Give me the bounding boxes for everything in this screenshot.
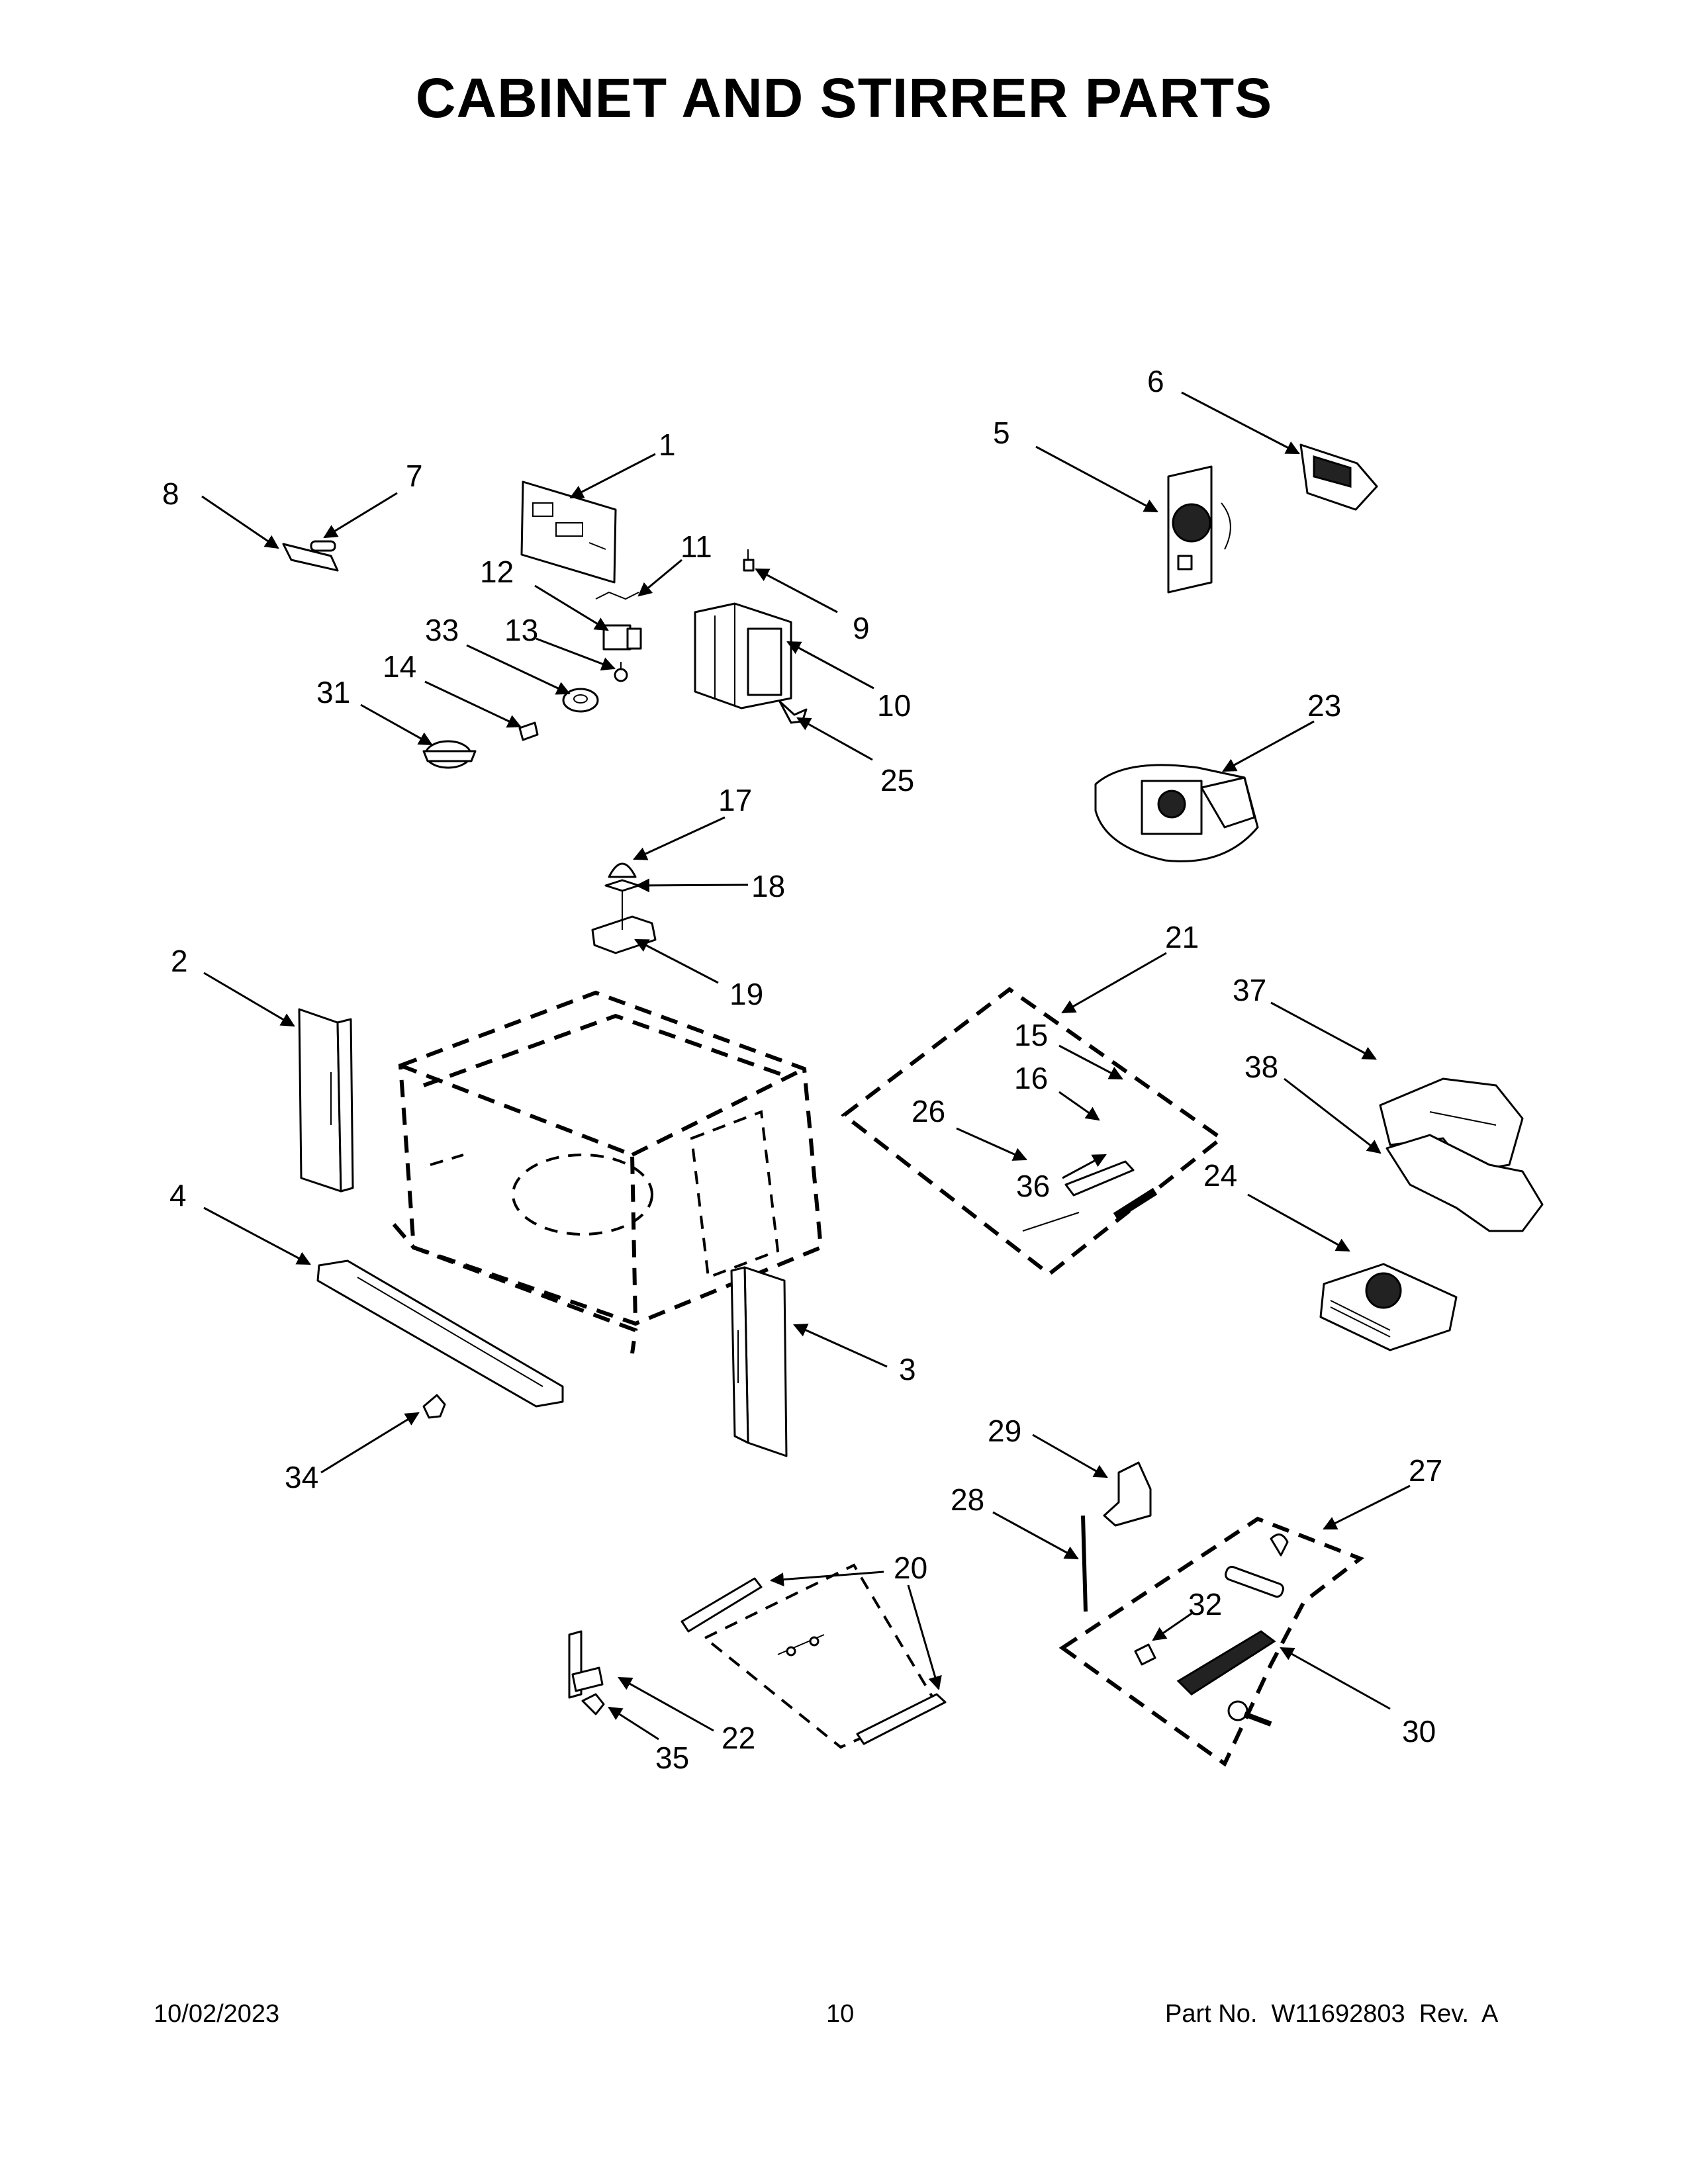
callout-3: 3 bbox=[899, 1352, 916, 1387]
footer-page-number: 10 bbox=[826, 2000, 855, 2028]
blower-assembly-part-23 bbox=[1094, 764, 1259, 862]
fan-motor-assembly-part-5 bbox=[1167, 465, 1231, 594]
callout-23: 23 bbox=[1307, 688, 1341, 723]
callout-14: 14 bbox=[383, 649, 416, 684]
footer-date: 10/02/2023 bbox=[154, 2000, 280, 2028]
callout-27: 27 bbox=[1409, 1453, 1442, 1488]
callout-21: 21 bbox=[1165, 920, 1199, 954]
callout-8: 8 bbox=[162, 477, 179, 511]
callout-22: 22 bbox=[722, 1721, 755, 1755]
callout-32: 32 bbox=[1188, 1587, 1222, 1621]
callout-10: 10 bbox=[877, 688, 911, 723]
callout-16: 16 bbox=[1014, 1061, 1048, 1095]
callout-30: 30 bbox=[1402, 1714, 1436, 1749]
callout-13: 13 bbox=[504, 613, 538, 647]
callout-6: 6 bbox=[1147, 364, 1164, 398]
callout-11: 11 bbox=[680, 529, 712, 564]
power-module-part-24 bbox=[1319, 1263, 1458, 1351]
clip-part-14 bbox=[518, 721, 539, 741]
washer-part-33 bbox=[562, 688, 599, 713]
callout-31: 31 bbox=[316, 675, 350, 709]
rod-part-28 bbox=[1081, 1515, 1088, 1612]
callout-labels: 1 2 3 4 5 6 7 8 9 10 11 12 13 14 15 16 1… bbox=[162, 364, 1442, 1775]
callout-25: 25 bbox=[880, 763, 914, 797]
stirrer-drive-group-part-27 bbox=[1058, 1516, 1365, 1767]
heater-kit-group-part-21 bbox=[841, 987, 1225, 1277]
callout-28: 28 bbox=[951, 1482, 984, 1517]
callout-18: 18 bbox=[751, 869, 785, 903]
switch-part-12 bbox=[602, 624, 642, 651]
callout-5: 5 bbox=[993, 416, 1010, 450]
callout-1: 1 bbox=[659, 428, 676, 462]
callout-17: 17 bbox=[718, 783, 752, 817]
bracket-part-29 bbox=[1103, 1461, 1152, 1527]
callout-33: 33 bbox=[425, 613, 459, 647]
bottom-rail-part-4 bbox=[316, 1259, 564, 1408]
callout-15: 15 bbox=[1014, 1018, 1048, 1052]
cover-part-6 bbox=[1299, 443, 1378, 511]
stirrer-base-part-19 bbox=[591, 890, 657, 954]
callout-7: 7 bbox=[406, 459, 423, 493]
latch-part-22 bbox=[568, 1630, 604, 1699]
duct-part-38 bbox=[1385, 1134, 1544, 1232]
side-panel-part-2 bbox=[298, 1008, 354, 1193]
callout-26: 26 bbox=[912, 1094, 945, 1128]
stirrer-cover-part-17 bbox=[608, 862, 637, 878]
callout-24: 24 bbox=[1203, 1158, 1237, 1193]
wire-clip-part-11 bbox=[595, 591, 639, 600]
leader-lines bbox=[201, 391, 1411, 1741]
callout-20: 20 bbox=[894, 1551, 927, 1585]
callout-19: 19 bbox=[729, 977, 763, 1011]
callout-12: 12 bbox=[480, 555, 514, 589]
fuse-part-7 bbox=[310, 540, 336, 552]
callout-38: 38 bbox=[1244, 1050, 1278, 1084]
callout-2: 2 bbox=[171, 944, 188, 978]
screw-part-35 bbox=[581, 1693, 605, 1715]
screw-part-34 bbox=[422, 1394, 446, 1419]
plug-part-9 bbox=[743, 549, 755, 572]
thermostat-part-31 bbox=[422, 740, 477, 769]
terminal-part-13 bbox=[614, 662, 628, 682]
control-board-part-1 bbox=[520, 480, 617, 584]
fuse-holder-part-8 bbox=[282, 543, 339, 572]
cabinet-part-center bbox=[392, 990, 823, 1354]
callout-9: 9 bbox=[853, 611, 870, 645]
callout-4: 4 bbox=[169, 1178, 187, 1212]
washer-part-18 bbox=[604, 879, 640, 892]
callout-37: 37 bbox=[1233, 973, 1266, 1007]
callout-35: 35 bbox=[655, 1741, 689, 1775]
callout-34: 34 bbox=[285, 1460, 318, 1494]
page-title: CABINET AND STIRRER PARTS bbox=[415, 67, 1273, 129]
base-assembly-part-20 bbox=[680, 1563, 947, 1749]
transformer-part-10 bbox=[694, 602, 792, 709]
callout-36: 36 bbox=[1016, 1169, 1050, 1203]
side-panel-part-3 bbox=[730, 1266, 788, 1457]
footer-part-number: Part No. W11692803 Rev. A bbox=[1165, 2000, 1499, 2028]
callout-29: 29 bbox=[988, 1414, 1021, 1448]
